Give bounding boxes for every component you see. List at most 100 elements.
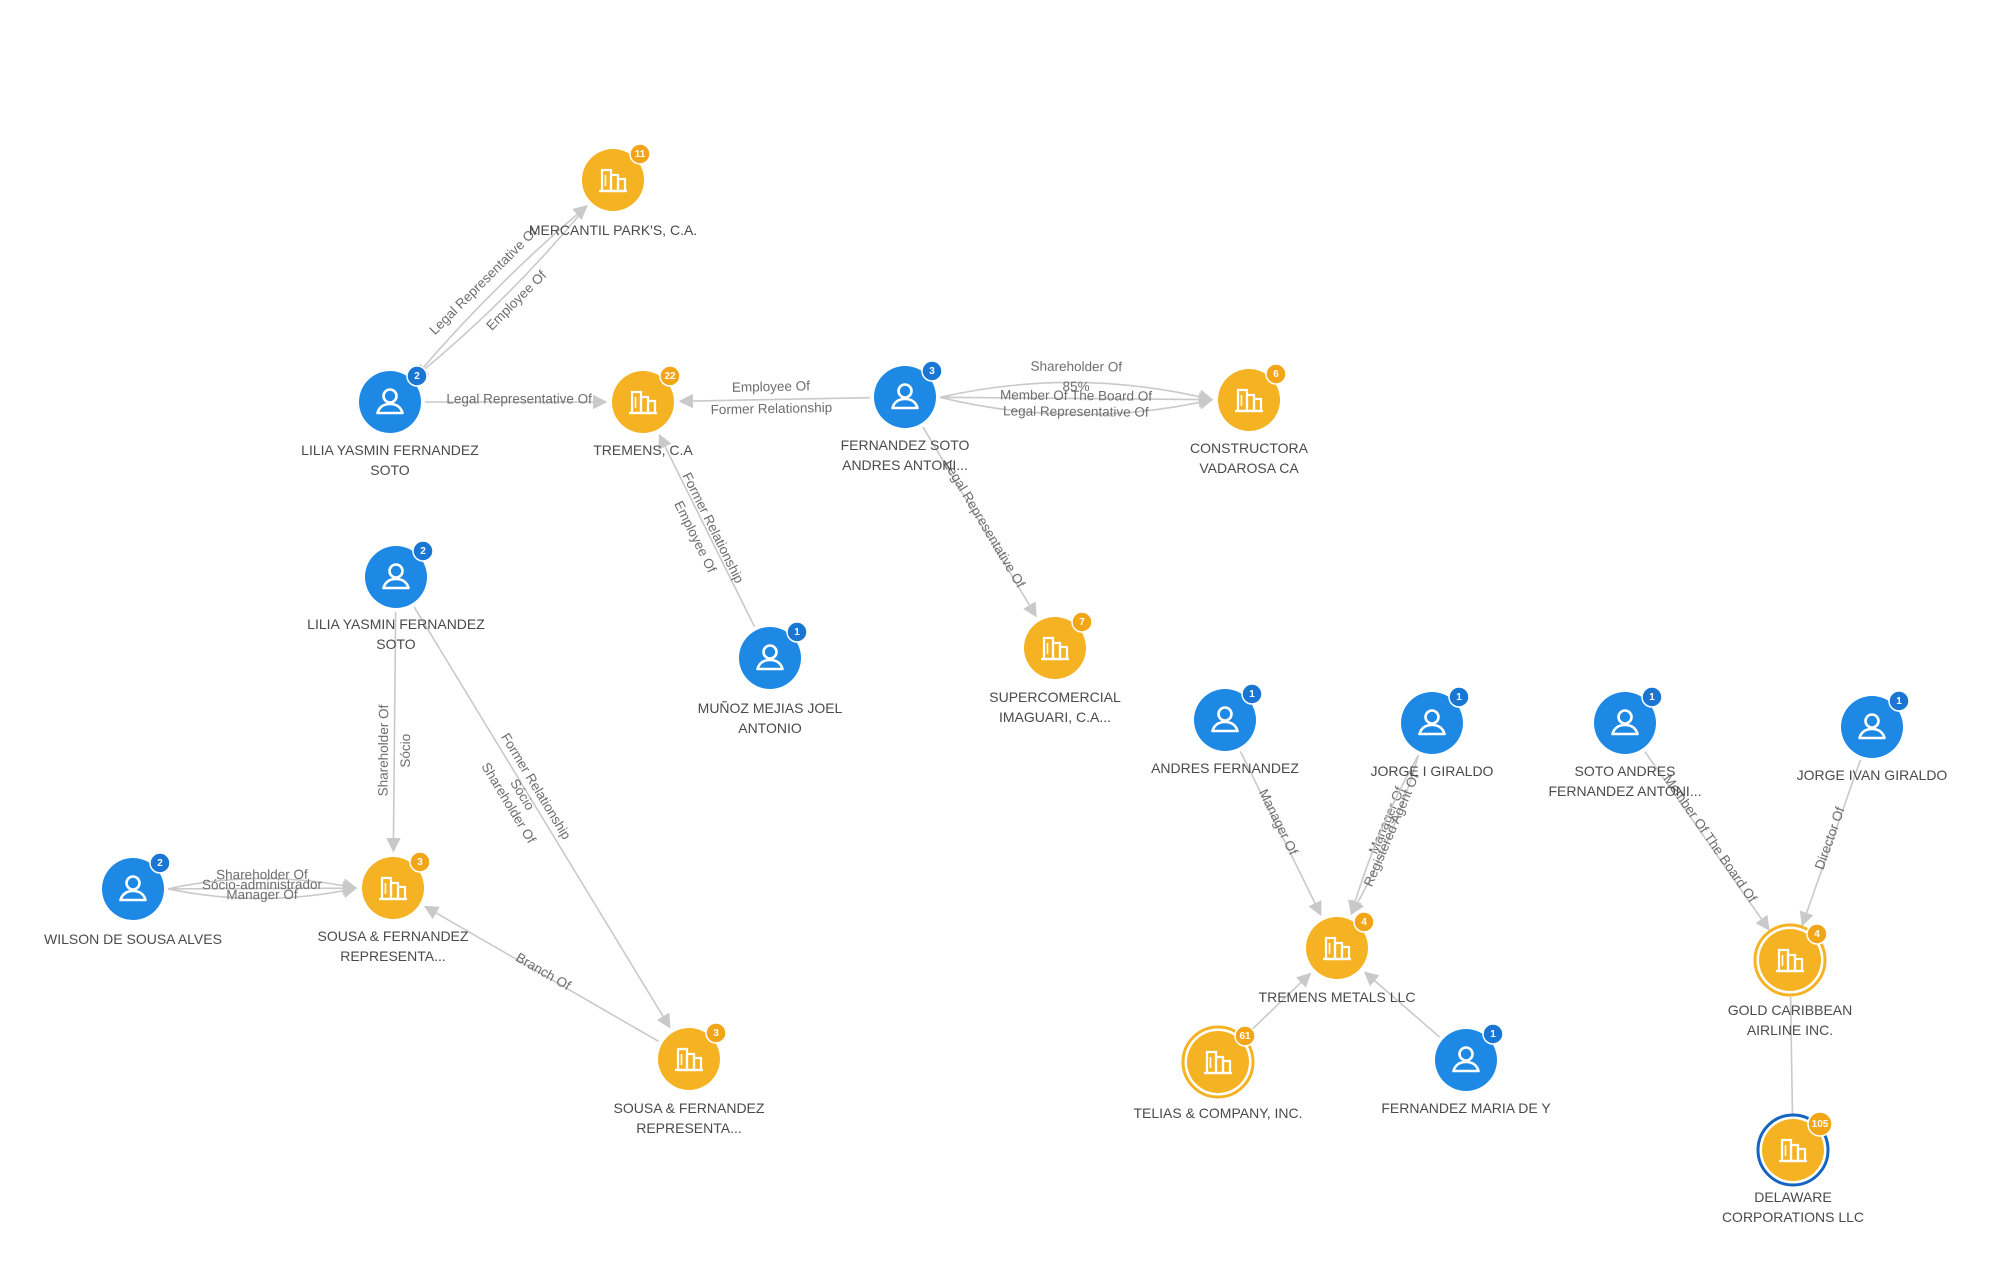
edge-line[interactable] — [386, 611, 401, 853]
count-badge — [705, 1022, 727, 1044]
node-circle[interactable] — [658, 1028, 720, 1090]
node-label: ANDRES ANTONI... — [842, 457, 968, 473]
edge-label: Manager Of — [1256, 787, 1301, 858]
edge-line[interactable] — [413, 205, 588, 379]
edge-line[interactable] — [939, 381, 1214, 404]
edge-wilson-sousa1[interactable]: Manager Of — [167, 883, 358, 902]
node-circle[interactable] — [362, 857, 424, 919]
edge-jorge_i-tremens_metals[interactable]: Registered Agent Of — [1348, 754, 1422, 916]
count-badge-text: 1 — [1249, 689, 1255, 700]
node-circle[interactable] — [1218, 369, 1280, 431]
edge-label: Employee Of — [732, 378, 811, 394]
edge-line[interactable] — [167, 877, 358, 893]
edge-telias-tremens_metals[interactable] — [1242, 972, 1312, 1039]
edge-label: Former Relationship — [710, 400, 832, 417]
edge-line[interactable] — [1644, 751, 1770, 931]
edge-line[interactable] — [167, 883, 358, 900]
edge-line[interactable] — [658, 433, 756, 628]
count-badge — [786, 621, 808, 643]
edge-line[interactable] — [1350, 755, 1420, 916]
edge-line[interactable] — [413, 606, 671, 1029]
count-badge-text: 1 — [794, 627, 800, 638]
node-circle[interactable] — [582, 149, 644, 211]
node-circle[interactable] — [1024, 617, 1086, 679]
node-label: MUÑOZ MEJIAS JOEL — [698, 700, 843, 716]
edge-line[interactable] — [939, 395, 1214, 416]
edge-line[interactable] — [167, 880, 358, 896]
edge-fernandez_soto-tremens_ca[interactable]: Employee Of Former Relationship — [678, 378, 871, 417]
node-label: REPRESENTA... — [636, 1120, 742, 1136]
node-label: TREMENS, C.A — [593, 442, 693, 458]
edge-label: Director Of — [1812, 805, 1848, 872]
node-circle[interactable] — [1306, 917, 1368, 979]
node-circle[interactable] — [1762, 1119, 1824, 1181]
edge-label: Sócio-administrador — [202, 877, 323, 892]
edge-line[interactable] — [1348, 754, 1420, 916]
edge-wilson-sousa1[interactable]: Shareholder Of — [167, 867, 358, 893]
edge-label: 85% — [1063, 379, 1090, 394]
edge-wilson-sousa1[interactable]: Sócio-administrador — [167, 877, 358, 896]
count-badge — [1234, 1025, 1256, 1047]
edge-line[interactable] — [423, 905, 660, 1043]
edge-label: Branch Of — [513, 950, 573, 994]
edge-line[interactable] — [1239, 751, 1322, 917]
count-badge — [1448, 686, 1470, 708]
edge-fernandez_soto-constructora[interactable]: Member Of The Board Of — [939, 387, 1214, 407]
count-badge-text: 2 — [414, 371, 420, 382]
node-label: FERNANDEZ ANTONI... — [1549, 783, 1702, 799]
edge-line[interactable] — [1242, 972, 1312, 1039]
edge-fernandez_soto-constructora[interactable]: Legal Representative Of — [939, 395, 1214, 420]
count-badge-text: 4 — [1814, 929, 1820, 940]
edge-delaware-gold_caribbean[interactable] — [1789, 996, 1794, 1116]
edge-line[interactable] — [922, 426, 1037, 618]
node-circle[interactable] — [1187, 1031, 1249, 1093]
node-label: CONSTRUCTORA — [1190, 440, 1309, 456]
edge-jorge_ivan-gold_caribbean[interactable]: Director Of — [1799, 759, 1862, 927]
node-label: SOTO — [376, 636, 416, 652]
node-label: SOTO ANDRES — [1575, 763, 1676, 779]
count-badge — [659, 365, 681, 387]
edge-fernandez_maria-tremens_metals[interactable] — [1363, 971, 1441, 1038]
edge-lilia1-tremens_ca[interactable]: Legal Representative Of — [425, 392, 608, 410]
node-circle[interactable] — [1759, 929, 1821, 991]
node-label: FERNANDEZ MARIA DE Y — [1381, 1100, 1551, 1116]
node-circle[interactable] — [612, 371, 674, 433]
edge-line[interactable] — [1363, 971, 1441, 1038]
count-badge-text: 3 — [713, 1028, 719, 1039]
edge-line[interactable] — [939, 392, 1214, 407]
edge-line[interactable] — [678, 393, 871, 409]
node-label: JORGE IVAN GIRALDO — [1797, 767, 1948, 783]
edge-line[interactable] — [1789, 996, 1794, 1116]
edge-fernandez_soto-supercomercial[interactable]: Legal Representative Of — [922, 426, 1037, 618]
edge-line[interactable] — [414, 205, 588, 378]
edge-sousa2-sousa1[interactable]: Branch Of — [423, 905, 660, 1043]
count-badge — [1641, 686, 1663, 708]
node-label: LILIA YASMIN FERNANDEZ — [301, 442, 479, 458]
edge-line[interactable] — [1799, 759, 1862, 927]
